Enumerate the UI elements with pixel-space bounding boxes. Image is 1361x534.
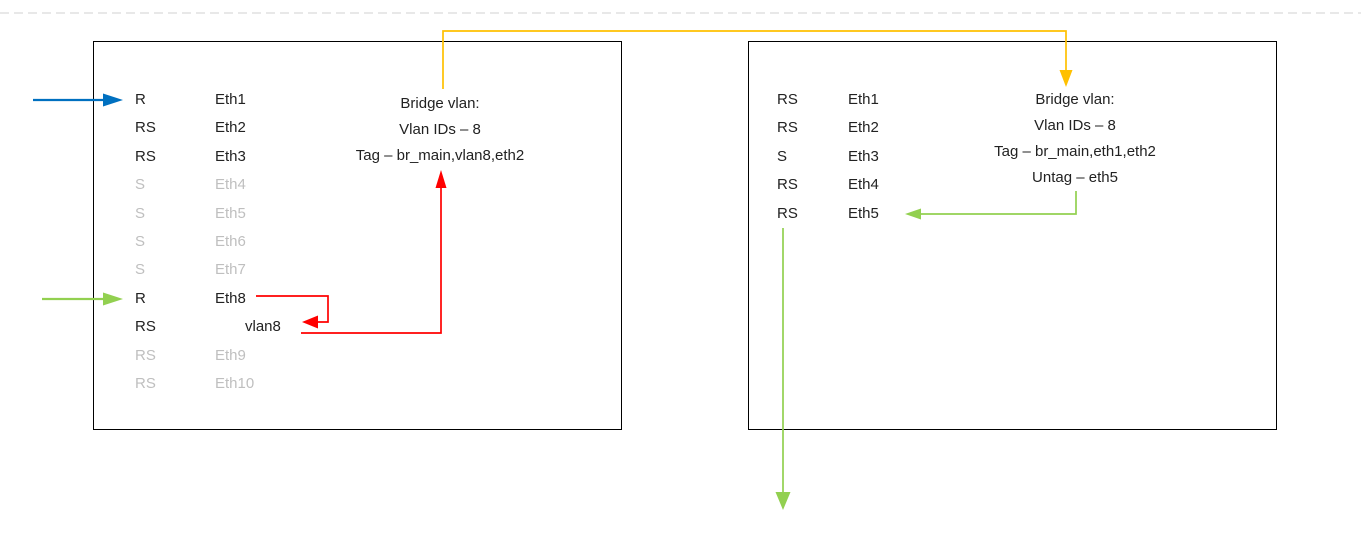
bridge-vlan-line: Vlan IDs – 8 xyxy=(1034,117,1116,134)
bridge-vlan-line: Vlan IDs – 8 xyxy=(399,121,481,138)
port-flags: S xyxy=(135,232,146,250)
port-name: Eth5 xyxy=(215,204,246,222)
port-row: S Eth7 xyxy=(135,256,281,284)
port-flags: RS xyxy=(135,374,156,392)
port-row: S Eth3 xyxy=(777,143,879,171)
port-name: Eth2 xyxy=(848,119,879,137)
port-name: Eth4 xyxy=(848,176,879,194)
port-flags: S xyxy=(135,176,146,194)
port-row: S Eth6 xyxy=(135,228,281,256)
port-name: Eth6 xyxy=(215,232,246,250)
port-name: Eth5 xyxy=(848,204,879,222)
port-row: RS Eth4 xyxy=(777,171,879,199)
switch2-panel xyxy=(748,41,1277,430)
port-name: Eth7 xyxy=(215,261,246,279)
port-name: Eth8 xyxy=(215,289,246,307)
port-flags: S xyxy=(135,204,146,222)
bridge-vlan-title: Bridge vlan: xyxy=(400,95,480,112)
port-name: Eth2 xyxy=(215,119,246,137)
port-flags: RS xyxy=(777,176,798,194)
port-flags: RS xyxy=(135,318,156,336)
bridge-vlan-line: Untag – eth5 xyxy=(1032,169,1118,186)
port-row: RS Eth9 xyxy=(135,342,281,370)
port-name: Eth9 xyxy=(215,346,246,364)
port-flags: RS xyxy=(135,346,156,364)
port-name: vlan8 xyxy=(245,318,281,336)
port-row: RS Eth1 xyxy=(777,86,879,114)
port-flags: RS xyxy=(777,91,798,108)
port-row: R Eth1 xyxy=(135,86,281,114)
port-name: Eth3 xyxy=(215,147,246,165)
port-flags: RS xyxy=(135,119,156,137)
bridge-vlan-line: Tag – br_main,eth1,eth2 xyxy=(994,143,1156,160)
port-name: Eth1 xyxy=(215,91,246,108)
port-row: RS Eth10 xyxy=(135,370,281,398)
port-row: S Eth5 xyxy=(135,200,281,228)
port-flags: S xyxy=(135,261,146,279)
port-flags: S xyxy=(777,147,788,165)
port-name: Eth10 xyxy=(215,374,255,392)
switch2-bridge-vlan-info: Bridge vlan: Vlan IDs – 8 Tag – br_main,et… xyxy=(960,87,1190,191)
port-name: Eth3 xyxy=(848,147,879,165)
port-flags: R xyxy=(135,289,146,307)
port-flags: RS xyxy=(135,147,156,165)
port-row: RS Eth3 xyxy=(135,143,281,171)
port-flags: RS xyxy=(777,119,798,137)
port-row: RS Eth2 xyxy=(777,114,879,142)
port-row: R Eth8 xyxy=(135,285,281,313)
port-name: Eth4 xyxy=(215,176,246,194)
port-name: Eth1 xyxy=(848,91,879,108)
port-row: RS vlan8 xyxy=(135,313,281,341)
port-row: RS Eth5 xyxy=(777,200,879,228)
bridge-vlan-line: Tag – br_main,vlan8,eth2 xyxy=(355,147,525,164)
port-row: S Eth4 xyxy=(135,171,281,199)
port-flags: R xyxy=(135,91,146,108)
switch1-bridge-vlan-info: Bridge vlan: Vlan IDs – 8 Tag – br_main,vl… xyxy=(325,91,555,169)
bridge-vlan-title: Bridge vlan: xyxy=(1035,91,1115,108)
port-row: RS Eth2 xyxy=(135,114,281,142)
port-flags: RS xyxy=(777,204,798,222)
